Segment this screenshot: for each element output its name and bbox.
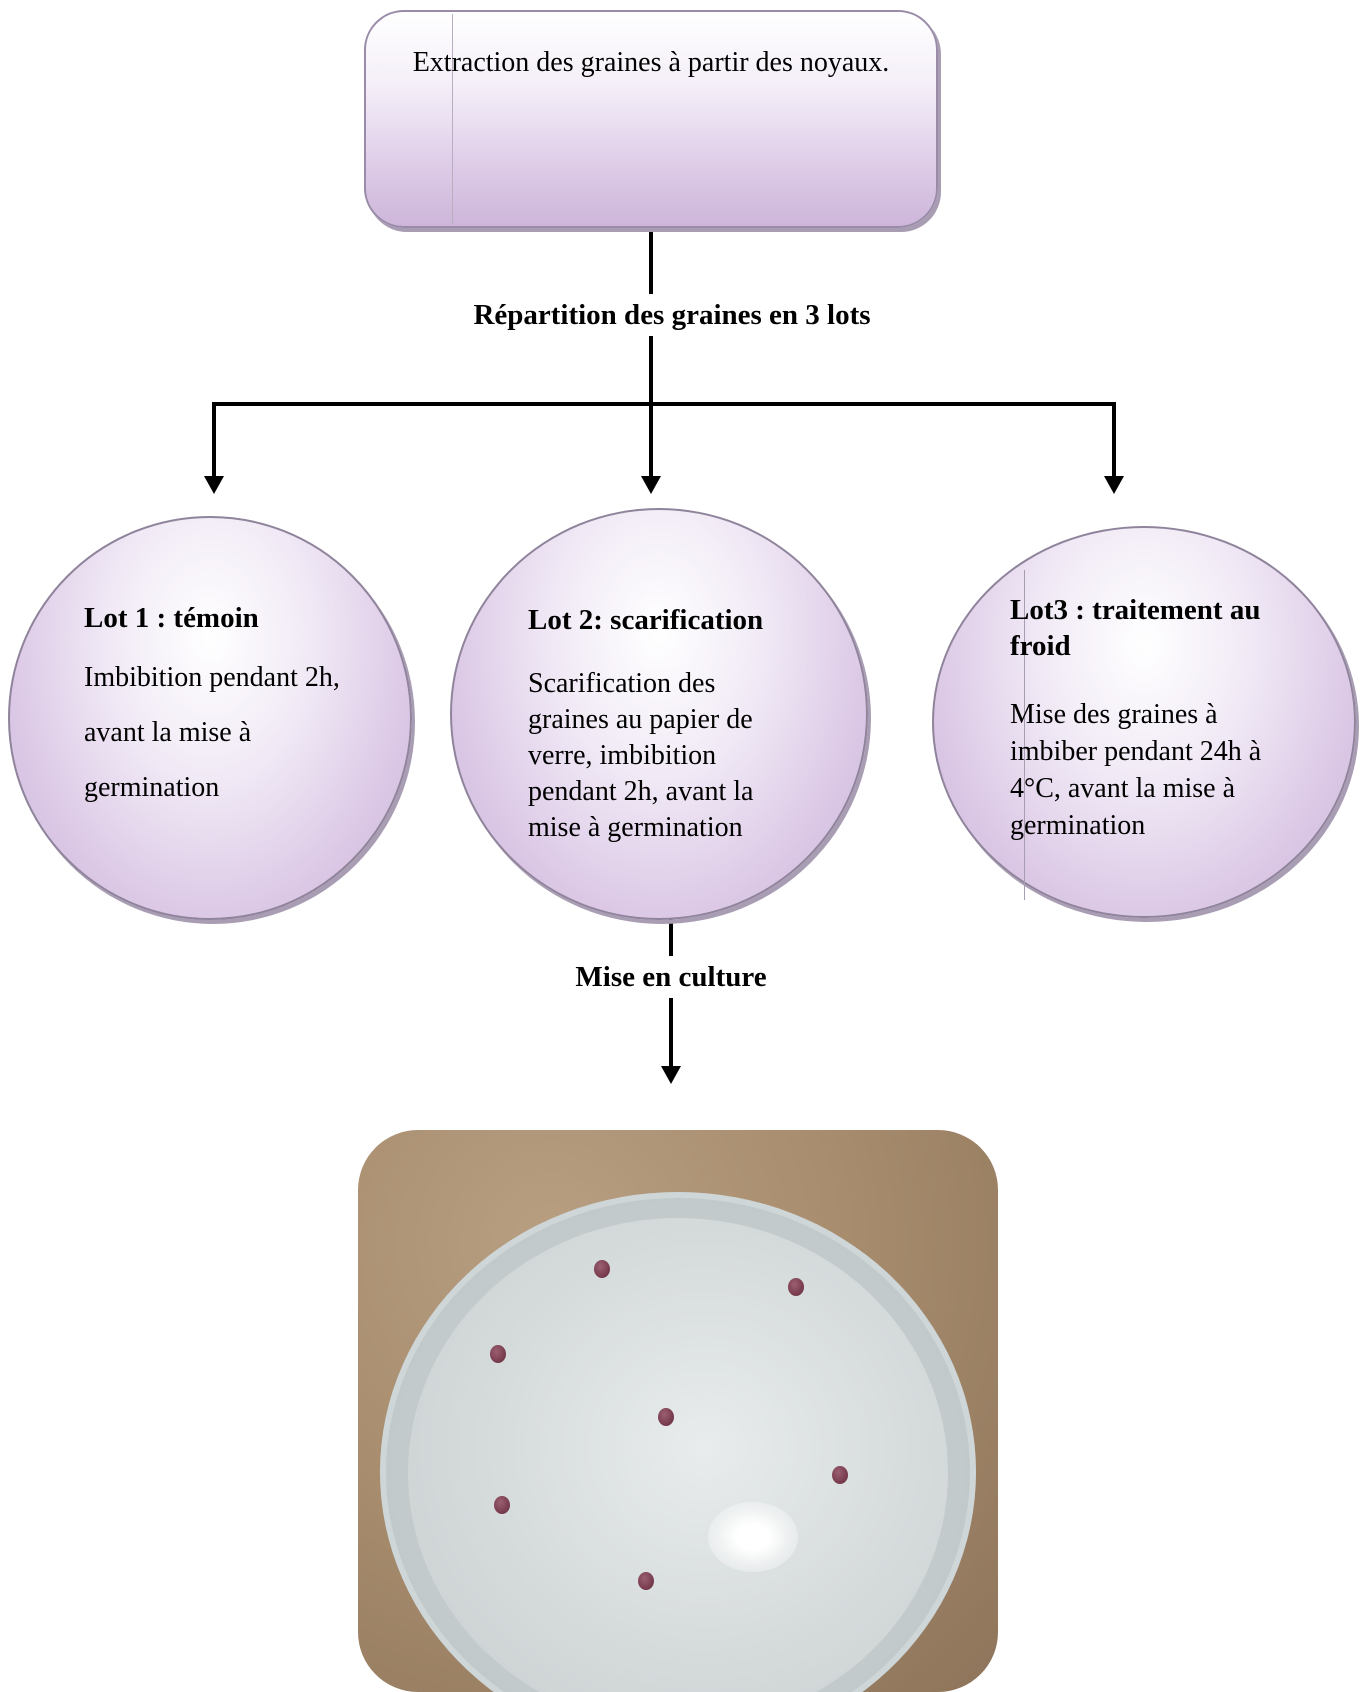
lot-1-description: Imbibition pendant 2h, avant la mise à g…: [84, 662, 340, 803]
seed: [658, 1408, 674, 1426]
light-glare: [708, 1502, 798, 1572]
lot-3-inner-rule: [1024, 570, 1025, 900]
lot-1-title: Lot 1 : témoin: [84, 602, 259, 634]
lot-3-description: Mise des graines à imbiber pendant 24h à…: [1010, 699, 1262, 841]
petri-dish-filter-paper: [408, 1218, 948, 1692]
box-inner-rule: [452, 14, 453, 224]
seed: [788, 1278, 804, 1296]
arrowhead-lot-2: [641, 476, 661, 494]
seed: [638, 1572, 654, 1590]
lot-3-title: Lot3 : traitement au froid: [1010, 594, 1261, 662]
culture-label: Mise en culture: [562, 956, 780, 998]
arrowhead-culture: [661, 1066, 681, 1084]
lot-2-node: Lot 2: scarification Scarification des g…: [450, 508, 868, 920]
lot-1-node: Lot 1 : témoin Imbibition pendant 2h, av…: [8, 516, 412, 920]
seed: [490, 1345, 506, 1363]
split-label: Répartition des graines en 3 lots: [450, 294, 894, 336]
arrowhead-lot-1: [204, 476, 224, 494]
seed: [832, 1466, 848, 1484]
extraction-step-text: Extraction des graines à partir des noya…: [412, 47, 890, 78]
extraction-step-box: Extraction des graines à partir des noya…: [364, 10, 938, 228]
lot-2-description: Scarification des graines au papier de v…: [528, 668, 754, 843]
lot-2-title: Lot 2: scarification: [528, 604, 764, 636]
seed: [494, 1496, 510, 1514]
seed: [594, 1260, 610, 1278]
lot-3-node: Lot3 : traitement au froid Mise des grai…: [932, 526, 1356, 918]
arrowhead-lot-3: [1104, 476, 1124, 494]
petri-dish-photo: [358, 1130, 998, 1692]
